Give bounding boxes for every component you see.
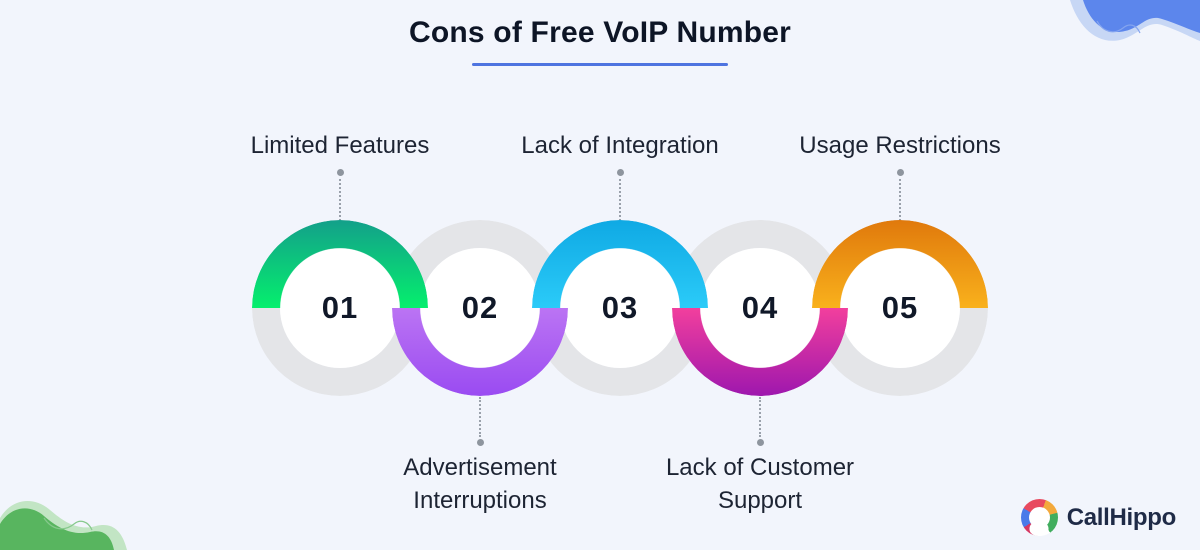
title-underline: [472, 63, 728, 66]
callhippo-logo-text: CallHippo: [1066, 503, 1177, 531]
step-label: Lack of Integration: [521, 132, 719, 159]
hippo-snout: [1029, 521, 1049, 536]
decorative-wave-bottom-left-icon: [0, 500, 127, 550]
callhippo-logo: CallHippo: [1020, 499, 1177, 536]
step-connector-line: [619, 179, 621, 221]
step-connector-line: [759, 397, 761, 437]
step-connector-dot: [476, 439, 484, 446]
step-connector-line: [479, 397, 481, 437]
step-label: Advertisement Interruptions: [403, 454, 557, 514]
step-connector-line: [339, 179, 341, 221]
wave-green-shape: [0, 508, 114, 550]
step-label: Limited Features: [250, 132, 430, 159]
step-connector-dot: [896, 169, 904, 176]
step-label: Lack of Customer Support: [665, 454, 855, 514]
callhippo-logo-icon: [1020, 499, 1058, 536]
step-connector-dot: [616, 169, 624, 176]
step-connector-dot: [336, 169, 344, 176]
step-connector-line: [899, 179, 901, 221]
step-connector-dot: [756, 439, 764, 446]
wave-squiggle-line: [43, 517, 93, 531]
step-label: Usage Restrictions: [799, 132, 1001, 159]
title-block: Cons of Free VoIP Number: [0, 16, 1200, 66]
page-title: Cons of Free VoIP Number: [408, 16, 792, 49]
wave-light-shape: [0, 500, 127, 550]
